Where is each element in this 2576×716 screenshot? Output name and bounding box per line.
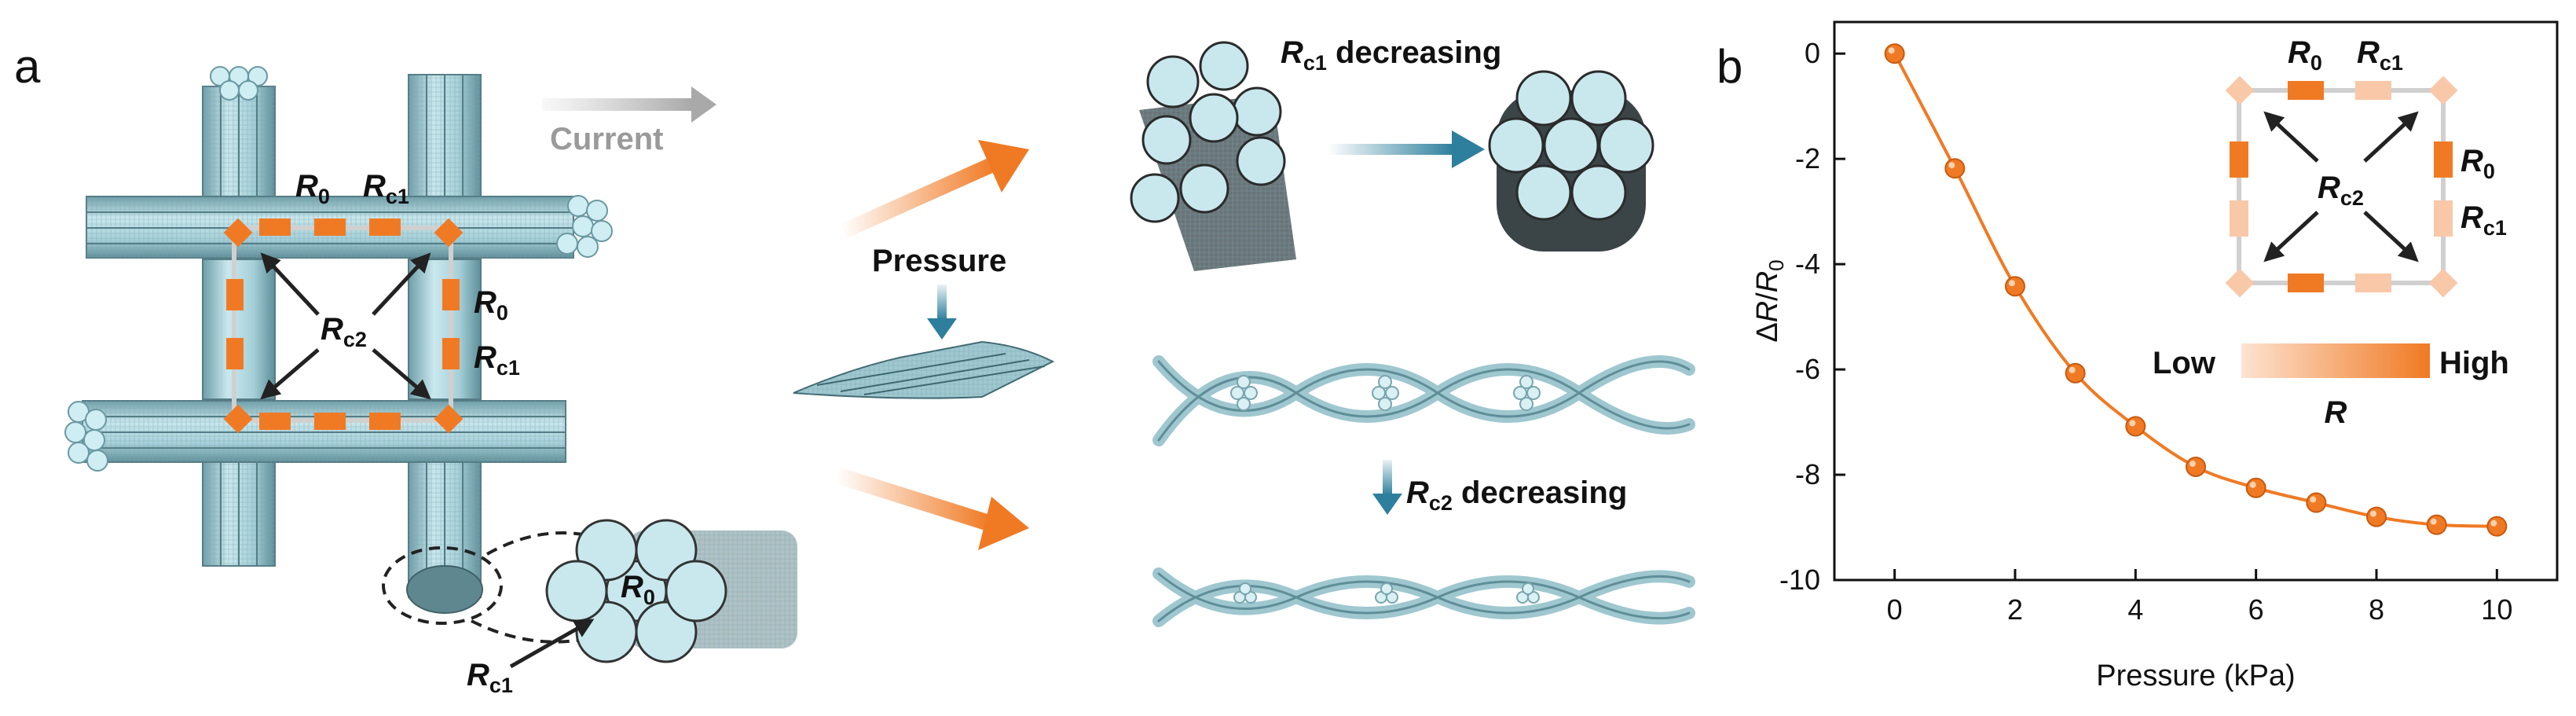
x-tick-label: 10 bbox=[2481, 593, 2512, 626]
data-point-highlight bbox=[2189, 460, 2196, 467]
inset-color-scale bbox=[2241, 343, 2430, 378]
data-point-highlight bbox=[2490, 520, 2497, 527]
y-tick-label: -6 bbox=[1795, 353, 1820, 385]
y-tick-label: -4 bbox=[1795, 248, 1820, 280]
current-label: Current bbox=[550, 122, 663, 156]
y-tick-label: -8 bbox=[1795, 458, 1820, 490]
data-point bbox=[2005, 276, 2025, 297]
data-point-highlight bbox=[2310, 496, 2317, 503]
inset-rc2-arrows bbox=[2263, 111, 2419, 263]
data-point bbox=[2125, 416, 2146, 437]
data-point-highlight bbox=[2370, 510, 2376, 517]
y-tick-label: -10 bbox=[1779, 564, 1820, 596]
rc2-decreasing-label: Rc2 decreasing bbox=[1406, 475, 1627, 515]
twisted-bundle-compact bbox=[1488, 70, 1654, 252]
inset-high-label: High bbox=[2439, 346, 2509, 380]
label-rc1-right: Rc1 bbox=[474, 340, 520, 380]
inset-label-r0-right: R0 bbox=[2461, 144, 2495, 183]
pressure-label: Pressure bbox=[872, 244, 1006, 278]
x-tick-label: 0 bbox=[1887, 593, 1903, 626]
data-point bbox=[1944, 158, 1966, 179]
series-points bbox=[1884, 43, 2508, 537]
x-tick-label: 2 bbox=[2007, 593, 2023, 626]
data-point bbox=[2306, 492, 2327, 513]
yarn-compact bbox=[1152, 567, 1695, 627]
label-rc2: Rc2 bbox=[321, 312, 367, 351]
rc1-arrow bbox=[509, 619, 595, 669]
x-axis-ticks: 0 2 4 6 8 10 bbox=[1887, 569, 2512, 626]
data-point bbox=[2366, 506, 2387, 527]
horizontal-fiber-bundle-bottom bbox=[64, 400, 566, 472]
data-point bbox=[2065, 362, 2086, 384]
panel-b-label: b bbox=[1717, 40, 1742, 93]
data-point-highlight bbox=[2129, 420, 2136, 427]
label-rc1-section: Rc1 bbox=[467, 658, 513, 697]
x-tick-label: 6 bbox=[2248, 593, 2264, 626]
label-r0-top: R0 bbox=[295, 169, 330, 208]
label-r0-right: R0 bbox=[474, 285, 508, 325]
inset-label-rc2: Rc2 bbox=[2318, 171, 2364, 210]
x-tick-label: 4 bbox=[2127, 593, 2143, 626]
data-point-highlight bbox=[2068, 366, 2076, 373]
inset-resistors bbox=[2225, 75, 2458, 298]
bundle-cross-section bbox=[545, 519, 797, 663]
y-tick-label: -2 bbox=[1795, 142, 1820, 174]
inset-label-rc1-top: Rc1 bbox=[2357, 35, 2403, 75]
pressure-arrow bbox=[927, 285, 957, 340]
orange-arrow-lower bbox=[836, 468, 1029, 550]
y-axis-ticks: 0 -2 -4 -6 -8 -10 bbox=[1779, 37, 1845, 596]
y-axis-label: ΔR/R0 bbox=[1751, 259, 1788, 342]
y-tick-label: 0 bbox=[1805, 37, 1820, 69]
pressure-response-chart: 0 -2 -4 -6 -8 -10 0 2 4 6 8 10 Pressure (kPa) ΔR/R… bbox=[1751, 20, 2559, 692]
current-arrow bbox=[542, 86, 716, 123]
inset-low-label: Low bbox=[2153, 346, 2216, 380]
data-point bbox=[2486, 516, 2508, 537]
data-point bbox=[2245, 477, 2266, 498]
data-point bbox=[1884, 43, 1905, 64]
data-point-highlight bbox=[2430, 518, 2437, 525]
rc2-arrow bbox=[1372, 460, 1402, 515]
fabric-sheet bbox=[793, 340, 1055, 399]
inset-label-rc1-right: Rc1 bbox=[2461, 200, 2507, 240]
rc2-arrows bbox=[260, 252, 431, 400]
inset-scale-label: R bbox=[2325, 395, 2347, 430]
label-r0-section: R0 bbox=[621, 570, 655, 609]
inset-label-r0-top: R0 bbox=[2288, 35, 2322, 75]
twisted-bundle-loose bbox=[1130, 41, 1296, 271]
panel-a-label: a bbox=[14, 40, 41, 93]
data-point-highlight bbox=[1948, 162, 1955, 169]
compressed-arrow bbox=[1328, 130, 1485, 168]
data-point-highlight bbox=[2249, 481, 2256, 488]
label-rc1-top: Rc1 bbox=[363, 169, 409, 208]
rc1-decreasing-label: Rc1 decreasing bbox=[1281, 35, 1501, 75]
zoom-ellipse bbox=[382, 546, 503, 625]
data-point-highlight bbox=[2009, 280, 2015, 287]
plot-frame bbox=[1833, 20, 2559, 582]
inset-loop bbox=[2237, 88, 2446, 285]
data-point-highlight bbox=[1888, 47, 1895, 54]
yarn-loose bbox=[1152, 355, 1695, 446]
inset-schematic: R0 Rc1 R0 Rc1 Rc2 Low High R bbox=[2153, 35, 2509, 430]
data-point bbox=[2186, 456, 2206, 477]
orange-arrow-upper bbox=[841, 140, 1029, 238]
x-tick-label: 8 bbox=[2369, 593, 2384, 626]
x-axis-label: Pressure (kPa) bbox=[2096, 659, 2295, 692]
data-point bbox=[2426, 514, 2447, 535]
resistor-loop bbox=[223, 218, 464, 434]
